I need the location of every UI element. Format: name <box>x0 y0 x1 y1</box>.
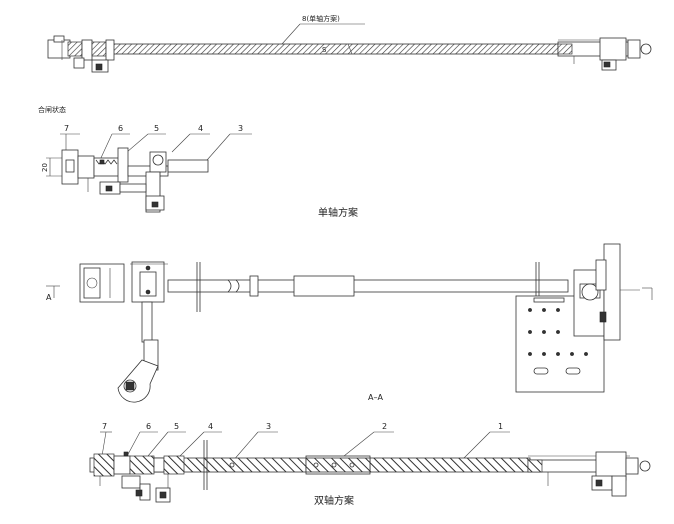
double-axis-caption: 双轴方案 <box>314 494 354 507</box>
section-marker-a: A <box>46 293 52 302</box>
closed-state-title: 合闸状态 <box>38 105 66 114</box>
double-callout-3: 3 <box>266 422 271 431</box>
top-shaft-body <box>104 43 561 55</box>
single-axis-caption: 单轴方案 <box>318 206 358 219</box>
double-axis-view: 7 6 5 4 3 2 1 <box>89 422 651 507</box>
section-view: A <box>46 243 653 403</box>
double-callout-7: 7 <box>102 422 107 431</box>
double-callout-4: 4 <box>208 422 213 431</box>
double-callout-2: 2 <box>382 422 387 431</box>
double-callout-5: 5 <box>174 422 179 431</box>
top-shaft-view: 8(单轴方案) S <box>47 14 652 73</box>
closed-callout-5: 5 <box>154 124 159 133</box>
shaft-mid-mark: S <box>322 46 327 54</box>
plate-holes <box>528 308 588 356</box>
closed-callout-3: 3 <box>238 124 243 133</box>
closed-callout-6: 6 <box>118 124 123 133</box>
closed-state-view: 合闸状态 7 6 5 4 3 20 <box>38 105 252 213</box>
closed-callout-4: 4 <box>198 124 203 133</box>
double-callout-6: 6 <box>146 422 151 431</box>
section-caption: A–A <box>368 393 383 402</box>
closed-callout-7: 7 <box>64 124 69 133</box>
shaft-label: 8(单轴方案) <box>302 14 340 23</box>
double-callout-1: 1 <box>498 422 503 431</box>
dimension-20: 20 <box>41 163 49 172</box>
